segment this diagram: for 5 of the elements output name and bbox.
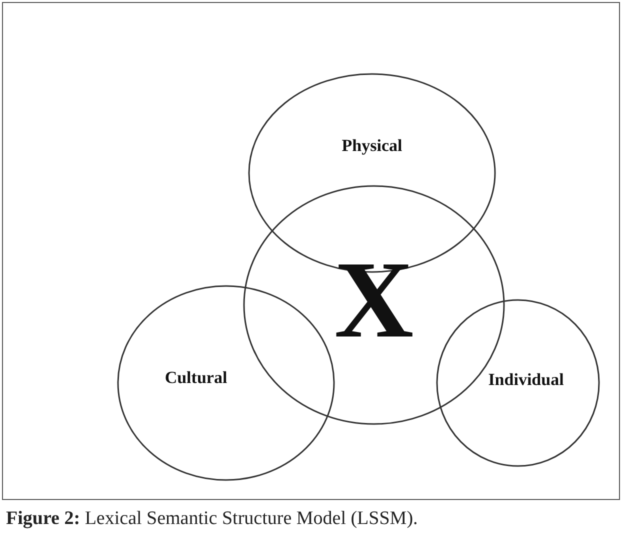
large-letter: X <box>334 238 414 362</box>
circle-label: Cultural <box>164 368 228 388</box>
circle-label: Individual <box>488 370 564 390</box>
figure-caption: Figure 2: Lexical Semantic Structure Model (LSSM). <box>6 508 418 530</box>
circle-label: Physical <box>342 136 402 156</box>
